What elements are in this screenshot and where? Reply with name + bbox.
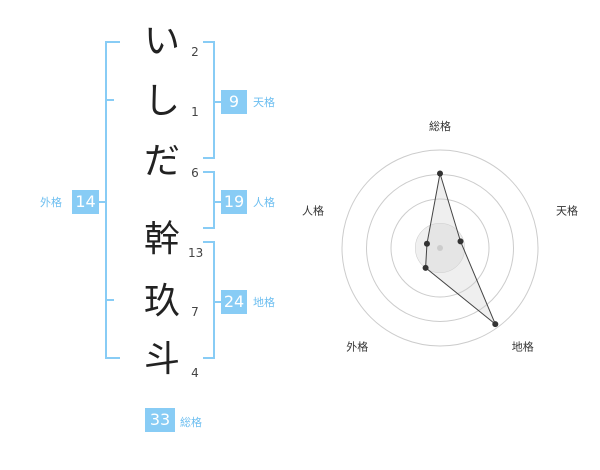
radar-axis-label-4: 外格	[346, 340, 368, 354]
radar-point-1	[437, 170, 443, 177]
name-char-2: し	[143, 81, 180, 122]
name-char-3: だ	[143, 141, 180, 182]
tenkaku-bracket	[203, 41, 215, 159]
chikaku-value: 24	[221, 290, 247, 314]
chikaku-bracket	[203, 241, 215, 359]
jinkaku-value: 19	[221, 190, 247, 214]
radar-point-3	[492, 321, 499, 328]
radar-axis-label-2: 天格	[556, 203, 578, 217]
soukaku-label: 総格	[180, 416, 202, 429]
name-char-4: 幹	[143, 219, 180, 260]
radar-point-5	[423, 240, 430, 247]
soukaku-value: 33	[145, 408, 175, 432]
radar-axis-label-3: 地格	[512, 340, 534, 354]
tenkaku-value: 9	[221, 90, 247, 114]
gaikaku-value: 14	[72, 190, 99, 214]
stroke-count-6: 4	[191, 366, 199, 380]
name-char-5: 玖	[143, 281, 180, 322]
radar-point-4	[422, 264, 429, 271]
radar-ring	[390, 198, 490, 298]
stroke-count-3: 6	[191, 166, 199, 180]
stroke-count-4: 13	[188, 246, 204, 260]
radar-polygon	[425, 173, 496, 325]
name-char-1: い	[143, 21, 180, 62]
radar-axis-label-5: 人格	[302, 203, 324, 217]
jinkaku-label: 人格	[253, 196, 275, 209]
gaikaku-label: 外格	[40, 196, 62, 209]
jinkaku-bracket	[203, 171, 215, 229]
radar-axis-label-1: 総格	[429, 119, 451, 133]
stroke-count-5: 7	[191, 305, 199, 319]
chikaku-label: 地格	[253, 296, 275, 309]
gaikaku-bracket	[105, 41, 120, 359]
radar-ring	[341, 149, 539, 347]
stroke-count-1: 2	[191, 45, 199, 59]
radar-point-2	[457, 238, 464, 245]
radar-center-dot	[437, 245, 443, 251]
name-char-6: 斗	[143, 339, 180, 380]
tenkaku-label: 天格	[253, 96, 275, 109]
stroke-count-2: 1	[191, 105, 199, 119]
